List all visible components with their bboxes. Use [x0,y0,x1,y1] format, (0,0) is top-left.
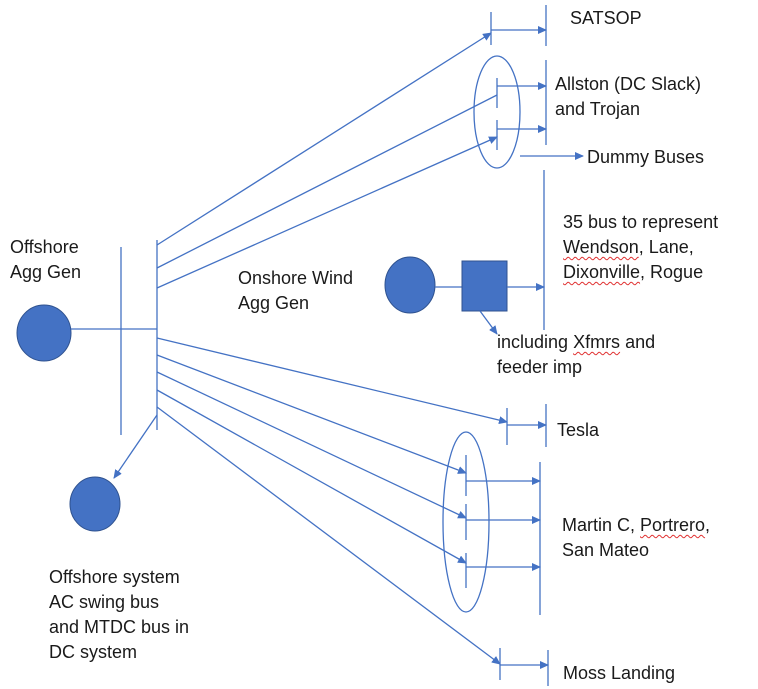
dummy-bus-oval-north [473,55,521,169]
moss-landing-label: Moss Landing [563,663,676,683]
branch-to-satsop [156,32,492,246]
dummy-bus-oval-south [442,431,490,613]
onshore-agg-gen-circle [384,256,436,314]
offshore-system-swing-bus-circle [69,476,121,532]
moss-landing-bus-group [499,648,549,686]
tesla-bus-group [506,404,547,447]
satsop-label: SATSOP [570,8,642,28]
branch-to-trojan [156,136,498,289]
allston-trojan-label: Allston (DC Slack) and Trojan [555,74,702,119]
branch-to-moss-landing [156,406,501,665]
branch-to-martin-c [156,354,467,474]
tesla-label: Tesla [557,420,600,440]
branch-to-san-mateo [156,389,467,564]
dummy-buses-label: Dummy Buses [587,147,705,167]
onshore-transformer-square [461,260,508,312]
onshore-wind-agg-gen-label: Onshore Wind Agg Gen [238,268,354,313]
offshore-system-label: Offshore system AC swing bus and MTDC bu… [49,567,190,662]
xfmrs-feeder-imp-label: including Xfmrs and feeder imp [497,332,656,377]
north-branches [156,32,498,289]
branch-to-allston [156,94,498,269]
martin-portrero-sanmateo-label: Martin C, Portrero, San Mateo [562,515,711,560]
allston-trojan-group [473,55,584,169]
satsop-bus-group [490,5,547,46]
offshore-agg-gen-label: Offshore Agg Gen [10,237,82,282]
south-branches [113,337,508,665]
branch-to-offshore-system [113,414,158,479]
branch-to-portrero [156,371,467,519]
onshore-wind-group [384,170,545,335]
martin-portrero-sanmateo-group [442,431,541,615]
offshore-agg-gen-circle [16,304,72,362]
offshore-agg-gen-group [16,240,158,435]
xfmr-pointer [479,310,498,335]
branch-to-tesla [156,337,508,425]
35-bus-label: 35 bus to represent Wendson, Lane, Dixon… [563,212,719,282]
